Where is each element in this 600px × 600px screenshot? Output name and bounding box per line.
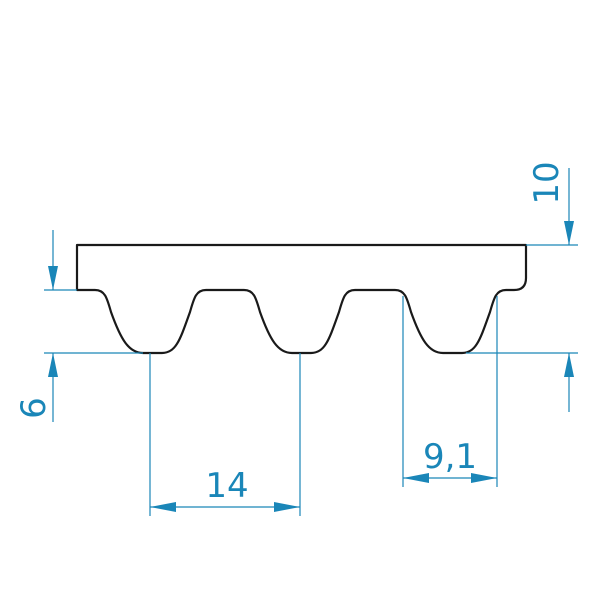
- tooth-width-dimension: 9,1: [402, 296, 498, 487]
- total-height-arrow-up: [564, 353, 574, 377]
- pitch-arrow-left: [150, 502, 176, 512]
- tooth-width-arrow-left: [403, 473, 429, 483]
- tooth-height-dimension: 6: [14, 230, 143, 422]
- tooth-height-arrow-up: [48, 353, 58, 377]
- tooth-width-label: 9,1: [423, 437, 477, 477]
- total-height-label: 10: [527, 161, 567, 204]
- total-height-arrow-down: [564, 221, 574, 245]
- pitch-arrow-right: [274, 502, 300, 512]
- total-height-dimension: 10: [466, 161, 578, 412]
- tooth-height-label: 6: [14, 397, 54, 419]
- tooth-height-arrow-down: [48, 266, 58, 290]
- pitch-dimension: 14: [149, 353, 301, 516]
- tooth-width-arrow-right: [471, 473, 497, 483]
- belt-profile-outline: [75, 243, 528, 355]
- pitch-label: 14: [205, 466, 248, 506]
